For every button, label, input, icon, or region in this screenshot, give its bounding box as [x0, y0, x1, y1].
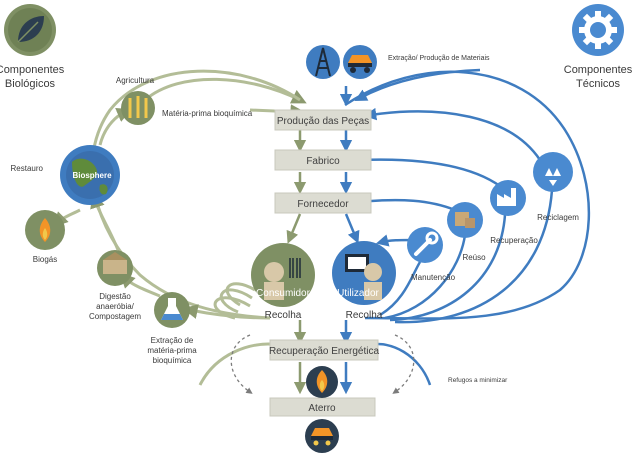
biochemical-feedstock-label: Matéria-prima bioquímica [162, 109, 253, 118]
recycle-icon [533, 152, 573, 192]
mining-truck-icon [343, 45, 377, 79]
digestion-label-line2: anaeróbia/ [96, 302, 135, 311]
box-supplier-label: Fornecedor [297, 199, 349, 210]
extraction-label: Extração/ Produção de Materiais [388, 55, 490, 62]
recycling-label: Reciclagem [537, 213, 579, 222]
box-energy-recovery: Recuperação Energética [269, 339, 380, 361]
agriculture-to-production-arc [144, 77, 307, 104]
factory-icon [490, 180, 526, 216]
extraction-feedstock-line1: Extração de [151, 336, 194, 345]
gear-icon [572, 4, 624, 56]
restoration-label: Restauro [11, 164, 44, 173]
biosphere-to-agriculture-arc [98, 108, 132, 146]
box-manufacture: Fabrico [274, 149, 372, 171]
compost-icon [97, 250, 133, 286]
landfill-truck-icon [305, 419, 339, 453]
box-landfill-label: Aterro [308, 403, 336, 414]
technical-heading-line2: Técnicos [576, 78, 621, 90]
loss-arrow-left [230, 334, 253, 394]
reuse-to-supplier [353, 195, 456, 212]
tech-top-to-production [354, 68, 481, 101]
loss-arrows [230, 334, 415, 394]
recolha-to-refurbishment [389, 214, 507, 322]
inner-loop-1 [225, 282, 256, 307]
reuse-label: Reúso [462, 253, 486, 262]
box-supplier: Fornecedor [274, 192, 372, 214]
digestion-label-line1: Digestão [99, 292, 131, 301]
recolha-to-recycling [394, 189, 554, 324]
central-arrows [286, 86, 360, 395]
recolha-to-maintenance [379, 261, 422, 317]
inner-loop-3 [213, 296, 251, 320]
technical-heading-line1: Componentes [564, 64, 633, 76]
box-manufacture-label: Fabrico [306, 156, 340, 167]
biological-heading-line1: Componentes [0, 64, 65, 76]
extraction-feedstock-line3: bioquímica [153, 356, 192, 365]
fire-icon [25, 210, 65, 250]
consumer-icon: Consumidor [251, 243, 315, 307]
loss-arrow-right [392, 334, 415, 394]
box-production: Produção das Peças [274, 109, 372, 131]
oil-rig-icon [306, 45, 340, 79]
waste-note: Refugos a minimizar [448, 377, 508, 384]
box-energy-recovery-label: Recuperação Energética [269, 346, 380, 357]
collection-left-label: Recolha [265, 310, 302, 321]
consumer-label: Consumidor [256, 288, 311, 299]
recycling-to-production [363, 107, 542, 161]
biological-heading-icon [4, 4, 56, 56]
biosphere-globe-icon: Biosphere [60, 145, 120, 205]
box-landfill: Aterro [269, 397, 376, 417]
box-production-label: Produção das Peças [277, 116, 369, 127]
biosphere-label: Biosphere [72, 171, 112, 180]
user-label: Utilizador [337, 288, 379, 299]
digestion-label-line3: Compostagem [89, 312, 141, 321]
refurbishment-to-manufacture [353, 153, 506, 191]
biogas-label: Biogás [33, 255, 57, 264]
agriculture-icon [121, 91, 155, 125]
maintenance-label: Manutenção [411, 273, 456, 282]
extraction-feedstock-line2: matéria-prima [147, 346, 197, 355]
recolha-to-reuse [384, 234, 467, 320]
collection-right-label: Recolha [346, 310, 383, 321]
user-icon: Utilizador [332, 241, 396, 305]
wrench-icon [407, 227, 443, 263]
digestion-to-biosphere-arc [90, 192, 120, 251]
biological-heading-line2: Biológicos [5, 78, 56, 90]
inner-loop-2 [219, 288, 253, 314]
flask-icon [154, 292, 190, 328]
boxes-icon [447, 202, 483, 238]
energy-fire-icon [306, 366, 338, 398]
agriculture-label: Agricultura [116, 76, 155, 85]
refurbishment-label: Recuperação [490, 236, 538, 245]
